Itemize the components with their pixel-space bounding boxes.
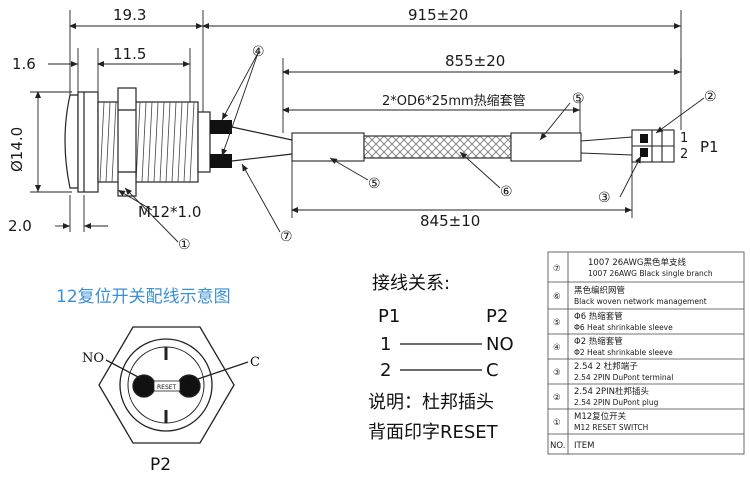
callout-5-right: ⑤ xyxy=(572,91,585,107)
no-pin xyxy=(132,374,156,398)
wiring-row1-right: NO xyxy=(486,334,514,355)
bom-cn: 1007 26AWG黑色单支线 xyxy=(588,257,686,268)
bom-row-2: ② 2.54 2PIN杜邦插头 2.54 2PIN DuPont plug xyxy=(553,386,659,407)
tube-note-text: 2*OD6*25mm热缩套管 xyxy=(382,93,526,109)
wiring-row2-left: 2 xyxy=(380,360,391,381)
bom-cn: 2.54 2PIN杜邦插头 xyxy=(574,386,650,397)
bom-row-5: ⑤ Φ6 热缩套管 Φ6 Heat shrinkable sleeve xyxy=(553,311,673,332)
wiring-note-2: 背面印字RESET xyxy=(368,422,499,443)
dim-14: Ø14.0 xyxy=(8,127,26,172)
bom-no: ⑤ xyxy=(553,318,561,328)
bom-row-1: ① M12复位开关 M12 RESET SWITCH xyxy=(553,411,648,432)
switch-diagram-title: 12复位开关配线示意图 xyxy=(56,287,231,307)
bom-en: 1007 26AWG Black single branch xyxy=(588,269,713,278)
wiring-relation: 接线关系: P1 P2 1 NO 2 C 说明：杜邦插头 背面印字RESET xyxy=(368,273,514,443)
switch-front-view xyxy=(98,326,249,444)
pin-2-label: 2 xyxy=(680,147,688,162)
bom-en: Φ2 Heat shrinkable sleeve xyxy=(574,348,673,357)
bom-cn: M12复位开关 xyxy=(574,411,627,422)
bom-row-4: ④ Φ2 热缩套管 Φ2 Heat shrinkable sleeve xyxy=(553,336,673,357)
bom-en: Black woven network management xyxy=(574,297,707,306)
pin-1-label: 1 xyxy=(680,131,688,146)
bom-en: 2.54 2PIN DuPont terminal xyxy=(574,373,673,382)
c-pin xyxy=(177,374,201,398)
bom-no: ⑦ xyxy=(553,264,561,274)
dim-1-6: 1.6 xyxy=(12,55,36,73)
callout-3: ③ xyxy=(598,190,611,206)
bom-header: NO. ITEM xyxy=(550,441,594,451)
cable-assembly xyxy=(291,129,675,163)
dim-845: 845±10 xyxy=(420,212,480,230)
bom-en: M12 RESET SWITCH xyxy=(574,423,648,432)
wiring-note-1: 说明：杜邦插头 xyxy=(368,392,494,413)
callout-1: ① xyxy=(178,237,191,253)
reset-mark: RESET xyxy=(157,384,177,391)
bom-cn: Φ6 热缩套管 xyxy=(574,311,623,322)
bom-cn: Φ2 热缩套管 xyxy=(574,336,623,347)
c-pin-label: C xyxy=(250,355,260,370)
braided-sleeve xyxy=(363,135,512,159)
no-pin-label: NO xyxy=(82,351,104,366)
bom-no: ① xyxy=(553,418,561,428)
p2-label: P2 xyxy=(150,455,171,475)
wiring-title: 接线关系: xyxy=(372,273,450,294)
bom-en: 2.54 2PIN DuPont plug xyxy=(574,398,659,407)
heat-shrink-right xyxy=(510,132,582,162)
dim-2: 2.0 xyxy=(8,217,32,235)
dim-11-5: 11.5 xyxy=(113,45,146,63)
dim-915: 915±20 xyxy=(408,6,468,24)
bom-row-3: ③ 2.54 2 杜邦端子 2.54 2PIN DuPont terminal xyxy=(553,361,673,382)
wiring-row1-left: 1 xyxy=(380,334,391,355)
bom-en: Φ6 Heat shrinkable sleeve xyxy=(574,323,673,332)
switch-side-view xyxy=(64,87,293,197)
dim-855: 855±20 xyxy=(445,52,505,70)
bom-row-7: ⑦ 1007 26AWG黑色单支线 1007 26AWG Black singl… xyxy=(553,257,713,278)
bom-cn: 2.54 2 杜邦端子 xyxy=(574,361,638,372)
bom-no: ② xyxy=(553,393,561,403)
dimension-lines xyxy=(30,10,682,232)
bom-table xyxy=(547,251,745,455)
wiring-col-p2: P2 xyxy=(486,306,508,327)
callout-5-left: ⑤ xyxy=(368,176,381,192)
bom-row-6: ⑥ 黑色编织网管 Black woven network management xyxy=(553,285,707,306)
callout-4: ④ xyxy=(252,44,265,60)
heat-shrink-left xyxy=(291,132,365,162)
callout-2: ② xyxy=(704,89,717,105)
bom-no: ⑥ xyxy=(553,292,561,302)
wiring-row2-right: C xyxy=(486,360,499,381)
bom-cn: 黑色编织网管 xyxy=(574,285,625,296)
p1-label: P1 xyxy=(700,138,719,156)
bom-header-no: NO. xyxy=(550,441,565,451)
leader-lines xyxy=(117,52,705,243)
callout-6: ⑥ xyxy=(500,184,513,200)
bom-no: ④ xyxy=(553,343,561,353)
bom-header-item: ITEM xyxy=(574,441,594,451)
callout-7: ⑦ xyxy=(280,229,293,245)
wiring-col-p1: P1 xyxy=(378,306,400,327)
dim-19-3: 19.3 xyxy=(113,6,146,24)
bom-no: ③ xyxy=(553,368,561,378)
thread-label: M12*1.0 xyxy=(138,203,201,221)
